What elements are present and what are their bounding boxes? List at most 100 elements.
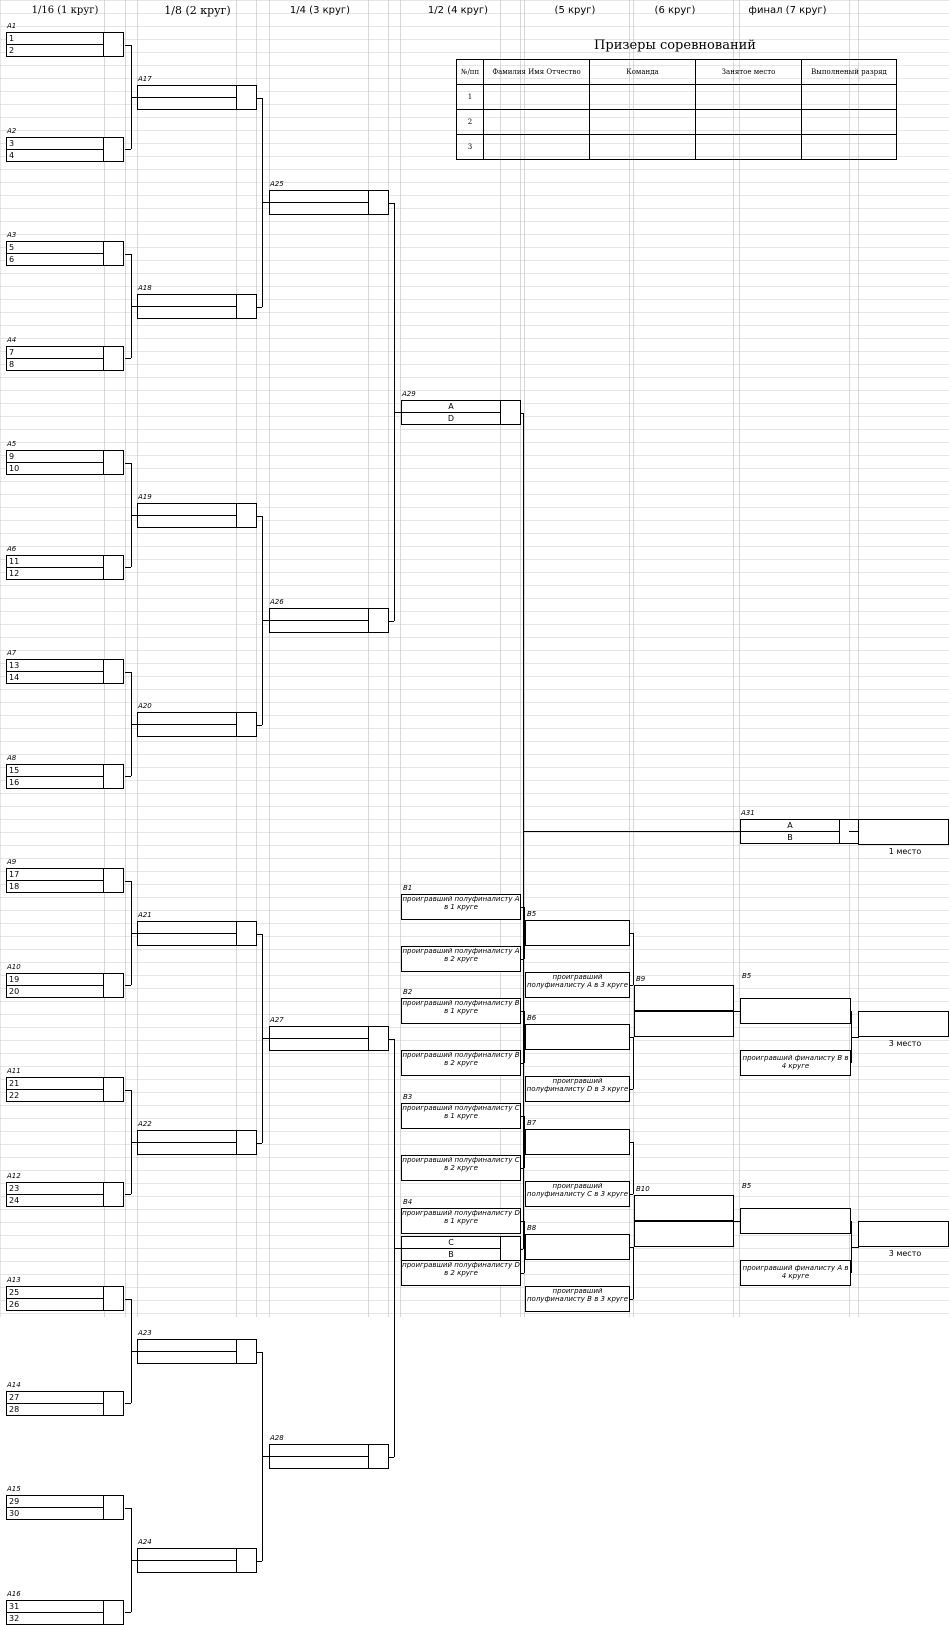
r3-slot-bottom[interactable]	[269, 202, 369, 215]
score-box[interactable]	[368, 608, 389, 633]
score-box[interactable]	[103, 1077, 124, 1102]
consolation-slot[interactable]	[740, 1260, 851, 1286]
third-place-box[interactable]	[858, 1011, 949, 1037]
score-box[interactable]	[103, 450, 124, 475]
prizes-cell[interactable]	[589, 109, 696, 135]
score-box[interactable]	[103, 1286, 124, 1311]
r3-slot-bottom[interactable]	[269, 620, 369, 633]
score-box[interactable]	[368, 190, 389, 215]
score-box[interactable]	[236, 712, 257, 737]
consolation-slot[interactable]	[634, 1195, 734, 1221]
consolation-slot[interactable]	[525, 1024, 630, 1050]
r2-slot-bottom[interactable]	[137, 1560, 237, 1573]
r1-slot-bottom[interactable]: 10	[6, 462, 104, 475]
r1-slot-bottom[interactable]: 24	[6, 1193, 104, 1207]
consolation-slot[interactable]	[634, 1011, 734, 1037]
champion-box[interactable]	[858, 819, 949, 845]
r2-slot-bottom[interactable]	[137, 724, 237, 737]
score-box[interactable]	[103, 868, 124, 893]
r1-slot-bottom[interactable]: 14	[6, 671, 104, 684]
r1-slot-bottom[interactable]: 20	[6, 984, 104, 998]
r1-slot-bottom[interactable]: 26	[6, 1298, 104, 1311]
consolation-slot[interactable]	[740, 1050, 851, 1076]
score-box[interactable]	[236, 294, 257, 319]
prizes-col-name: Фамилия Имя Отчество	[483, 59, 590, 85]
consolation-slot[interactable]	[401, 946, 521, 972]
score-box[interactable]	[103, 659, 124, 684]
r3-slot-bottom[interactable]	[269, 1456, 369, 1469]
consolation-slot[interactable]	[401, 1155, 521, 1181]
score-box[interactable]	[103, 345, 124, 371]
score-box[interactable]	[103, 1599, 124, 1625]
r1-slot-bottom[interactable]: 2	[6, 44, 104, 57]
prizes-cell[interactable]	[483, 134, 590, 160]
score-box[interactable]	[103, 1390, 124, 1416]
prizes-cell[interactable]	[483, 84, 590, 110]
score-box[interactable]	[103, 1495, 124, 1520]
consolation-slot[interactable]	[401, 998, 521, 1024]
score-box[interactable]	[236, 1339, 257, 1364]
r2-slot-bottom[interactable]	[137, 933, 237, 946]
score-box[interactable]	[500, 400, 521, 425]
r2-slot-bottom[interactable]	[137, 515, 237, 528]
prizes-cell[interactable]	[589, 84, 696, 110]
consolation-slot[interactable]	[525, 1129, 630, 1155]
r3-slot-bottom[interactable]	[269, 1038, 369, 1051]
final-slot-bottom[interactable]: B	[740, 831, 840, 844]
consolation-slot[interactable]	[525, 1181, 630, 1207]
score-box[interactable]	[103, 136, 124, 162]
consolation-slot[interactable]	[401, 1050, 521, 1076]
score-box[interactable]	[103, 32, 124, 57]
consolation-slot[interactable]	[401, 894, 521, 920]
consolation-slot[interactable]	[401, 1103, 521, 1129]
consolation-slot[interactable]	[525, 1076, 630, 1102]
r1-slot-bottom[interactable]: 30	[6, 1507, 104, 1520]
consolation-slot[interactable]	[401, 1208, 521, 1234]
r1-slot-bottom[interactable]: 6	[6, 253, 104, 266]
consolation-slot[interactable]	[634, 985, 734, 1011]
score-box[interactable]	[103, 763, 124, 789]
prizes-cell[interactable]	[801, 84, 897, 110]
r1-slot-bottom[interactable]: 22	[6, 1089, 104, 1102]
consolation-slot[interactable]	[401, 1260, 521, 1286]
prizes-cell[interactable]	[483, 109, 590, 135]
r2-slot-bottom[interactable]	[137, 1142, 237, 1155]
consolation-slot[interactable]	[525, 972, 630, 998]
r2-slot-bottom[interactable]	[137, 306, 237, 319]
semi-slot-bottom[interactable]: D	[401, 412, 501, 425]
consolation-slot[interactable]	[525, 920, 630, 946]
consolation-slot[interactable]	[525, 1286, 630, 1312]
score-box[interactable]	[368, 1026, 389, 1051]
score-box[interactable]	[103, 554, 124, 580]
r1-slot-bottom[interactable]: 16	[6, 775, 104, 789]
r2-slot-bottom[interactable]	[137, 1351, 237, 1364]
score-box[interactable]	[236, 1548, 257, 1573]
score-box[interactable]	[103, 1181, 124, 1207]
r1-slot-bottom[interactable]: 12	[6, 566, 104, 580]
prizes-cell[interactable]	[695, 84, 802, 110]
consolation-slot[interactable]	[740, 1208, 851, 1234]
consolation-slot[interactable]	[525, 1234, 630, 1260]
r2-slot-bottom[interactable]	[137, 97, 237, 110]
r1-slot-bottom[interactable]: 32	[6, 1611, 104, 1625]
score-box[interactable]	[236, 85, 257, 110]
prizes-cell[interactable]	[589, 134, 696, 160]
r1-slot-bottom[interactable]: 28	[6, 1402, 104, 1416]
score-box[interactable]	[368, 1444, 389, 1469]
r1-slot-bottom[interactable]: 18	[6, 880, 104, 893]
r1-slot-bottom[interactable]: 8	[6, 357, 104, 371]
consolation-slot[interactable]	[740, 998, 851, 1024]
score-box[interactable]	[500, 1236, 521, 1261]
score-box[interactable]	[103, 241, 124, 266]
prizes-cell[interactable]	[695, 109, 802, 135]
prizes-cell[interactable]	[695, 134, 802, 160]
score-box[interactable]	[236, 1130, 257, 1155]
prizes-cell[interactable]	[801, 109, 897, 135]
score-box[interactable]	[236, 503, 257, 528]
r1-slot-bottom[interactable]: 4	[6, 148, 104, 162]
score-box[interactable]	[103, 972, 124, 998]
consolation-slot[interactable]	[634, 1221, 734, 1247]
score-box[interactable]	[236, 921, 257, 946]
third-place-box[interactable]	[858, 1221, 949, 1247]
prizes-cell[interactable]	[801, 134, 897, 160]
